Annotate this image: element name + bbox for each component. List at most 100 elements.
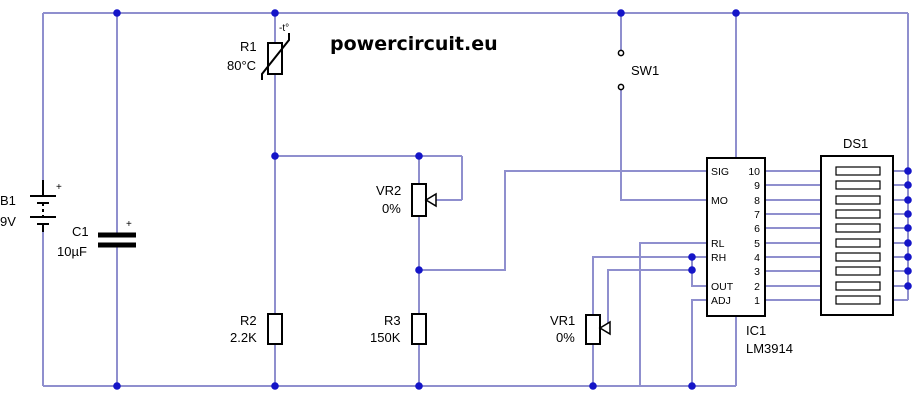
potentiometer-vr2: VR2 0% (376, 183, 437, 217)
led-segment (835, 180, 881, 190)
junction-dot (732, 9, 740, 17)
led-segment (835, 238, 881, 248)
battery-b1-value: 9V (0, 214, 16, 229)
switch-contact (617, 49, 625, 57)
junction-dot (688, 382, 696, 390)
led-segment (835, 295, 881, 305)
resistor-r2: R2 2.2K (230, 313, 283, 345)
ic-pin-adj: ADJ (711, 295, 731, 307)
display-ds1-ref: DS1 (843, 136, 868, 151)
led-segment (835, 281, 881, 291)
ic-pin-5: 5 (754, 238, 760, 250)
junction-dot (113, 9, 121, 17)
junction-dot (904, 196, 912, 204)
junction-dot (904, 224, 912, 232)
capacitor-plus-mark: + (126, 219, 132, 230)
junction-dot (904, 282, 912, 290)
junction-dot (271, 382, 279, 390)
wire-rl (639, 242, 707, 386)
wire-rh-to-vr1 (592, 256, 707, 315)
battery-b1-ref: B1 (0, 193, 16, 208)
junction-dot (617, 9, 625, 17)
junction-dot (688, 266, 696, 274)
ic-pin-out: OUT (711, 281, 734, 293)
wire-vr1-wiper-link (607, 269, 692, 328)
thermistor-temp-mark: -t° (279, 23, 289, 34)
junction-dot (415, 266, 423, 274)
led-segment (835, 266, 881, 276)
display-body (820, 155, 894, 316)
resistor-r3-value: 150K (370, 330, 401, 345)
junction-dot (904, 239, 912, 247)
ic-pin-rl: RL (711, 238, 725, 250)
ic-lm3914: SIG MO RL RH OUT ADJ 10 9 8 7 6 5 4 3 2 … (706, 157, 793, 356)
capacitor-c1-value: 10µF (57, 244, 87, 259)
switch-sw1: SW1 (617, 49, 659, 91)
led-segment (835, 166, 881, 176)
potentiometer-vr2-value: 0% (382, 201, 401, 216)
ic-pin-7: 7 (754, 209, 760, 221)
wire-to-sig (419, 170, 707, 271)
ic-pin-8: 8 (754, 195, 760, 207)
junction-dot (415, 382, 423, 390)
potentiometer-body (411, 183, 427, 217)
ic-body (706, 157, 766, 317)
ic-pin-3: 3 (754, 266, 760, 278)
ic-part-number: LM3914 (746, 341, 793, 356)
junction-dot (904, 253, 912, 261)
ic-pin-sig: SIG (711, 166, 729, 178)
ic-ref: IC1 (746, 323, 766, 338)
battery-plus-mark: + (56, 182, 62, 193)
wire-adj (691, 299, 707, 386)
potentiometer-vr1-value: 0% (556, 330, 575, 345)
wire-sw1-to-mo (620, 89, 707, 201)
potentiometer-vr1-ref: VR1 (550, 313, 575, 328)
junction-dot (688, 253, 696, 261)
resistor-r2-value: 2.2K (230, 330, 257, 345)
ic-pin-mo: MO (711, 195, 728, 207)
led-segment (835, 223, 881, 233)
junction-dot (904, 267, 912, 275)
site-title: powercircuit.eu (330, 33, 498, 55)
potentiometer-vr1: VR1 0% (550, 313, 611, 345)
junction-dot (415, 152, 423, 160)
potentiometer-vr2-ref: VR2 (376, 183, 401, 198)
junction-dot (113, 382, 121, 390)
ic-pin-9: 9 (754, 180, 760, 192)
ic-pin-6: 6 (754, 223, 760, 235)
junction-dot (904, 181, 912, 189)
capacitor-c1: + C1 10µF (57, 219, 136, 259)
junction-dot (271, 9, 279, 17)
thermistor-r1-value: 80°C (227, 58, 256, 73)
potentiometer-wiper-arrow (598, 320, 611, 336)
resistor-body (411, 313, 427, 345)
switch-contact (617, 83, 625, 91)
ic-pin-rh: RH (711, 252, 726, 264)
resistor-body (267, 313, 283, 345)
ic-pin-4: 4 (754, 252, 760, 264)
junction-dot (904, 167, 912, 175)
junction-dot (271, 152, 279, 160)
thermistor-slash (261, 33, 290, 80)
ic-pin-10: 10 (748, 166, 760, 178)
junction-dot (589, 382, 597, 390)
ic-pin-2: 2 (754, 281, 760, 293)
ic-pin-1: 1 (754, 295, 760, 307)
battery-b1: + B1 9V (0, 180, 62, 232)
resistor-r3-ref: R3 (384, 313, 401, 328)
led-bar-display: DS1 (820, 136, 894, 316)
thermistor-r1: -t° R1 80°C (227, 23, 290, 80)
led-segment (835, 209, 881, 219)
capacitor-c1-ref: C1 (72, 224, 89, 239)
junction-dots (113, 9, 912, 390)
wires (42, 12, 909, 387)
thermistor-r1-ref: R1 (240, 39, 257, 54)
led-segment (835, 252, 881, 262)
junction-dot (904, 210, 912, 218)
potentiometer-body (585, 314, 601, 345)
resistor-r3: R3 150K (370, 313, 427, 345)
potentiometer-wiper-arrow (424, 192, 437, 208)
resistor-r2-ref: R2 (240, 313, 257, 328)
